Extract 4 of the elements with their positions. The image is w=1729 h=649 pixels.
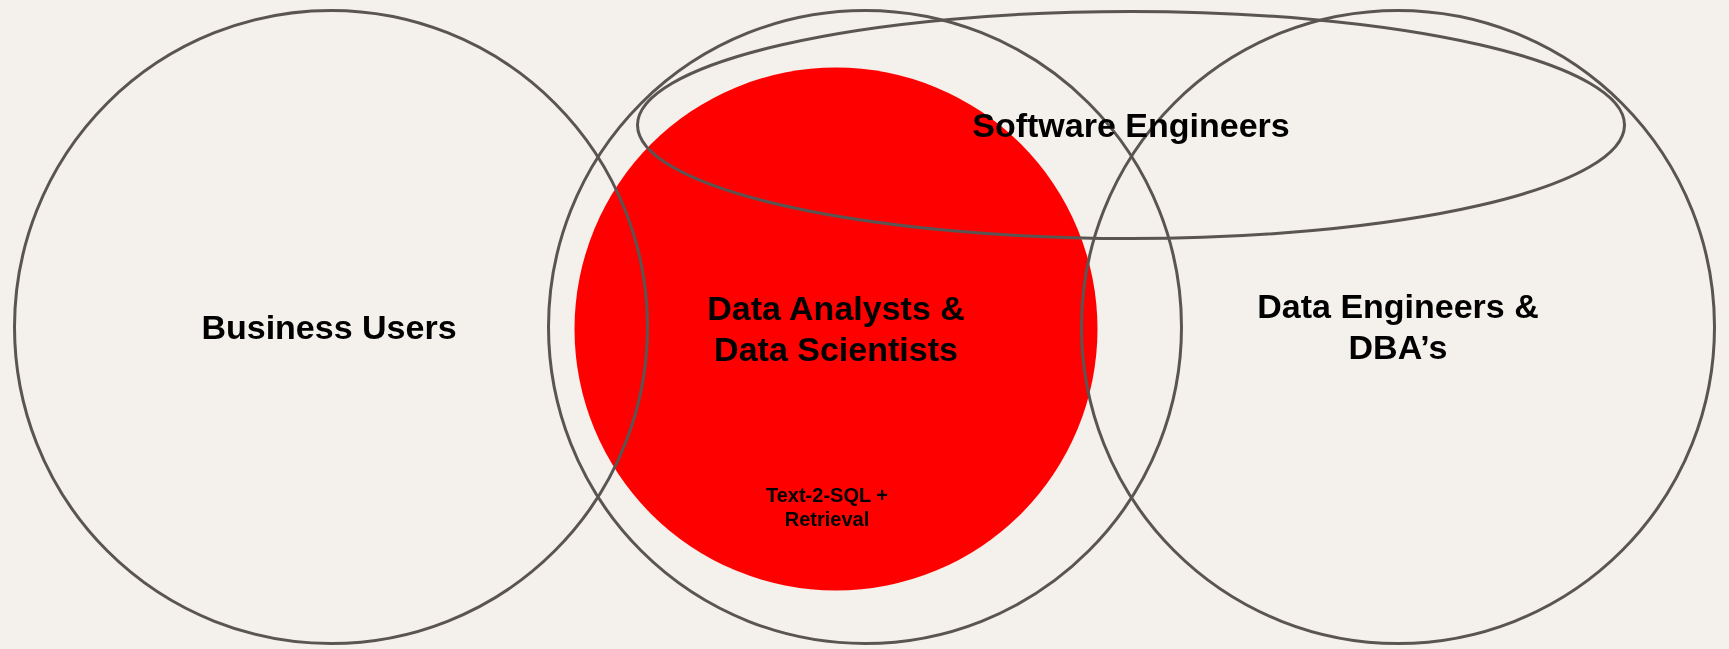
- group-label: Business Users: [200, 306, 458, 348]
- group-label: Data Engineers & DBA’s: [1256, 286, 1540, 368]
- note-text: Text-2-SQL + Retrieval: [764, 483, 890, 531]
- group-label: Data Analysts & Data Scientists: [706, 288, 966, 370]
